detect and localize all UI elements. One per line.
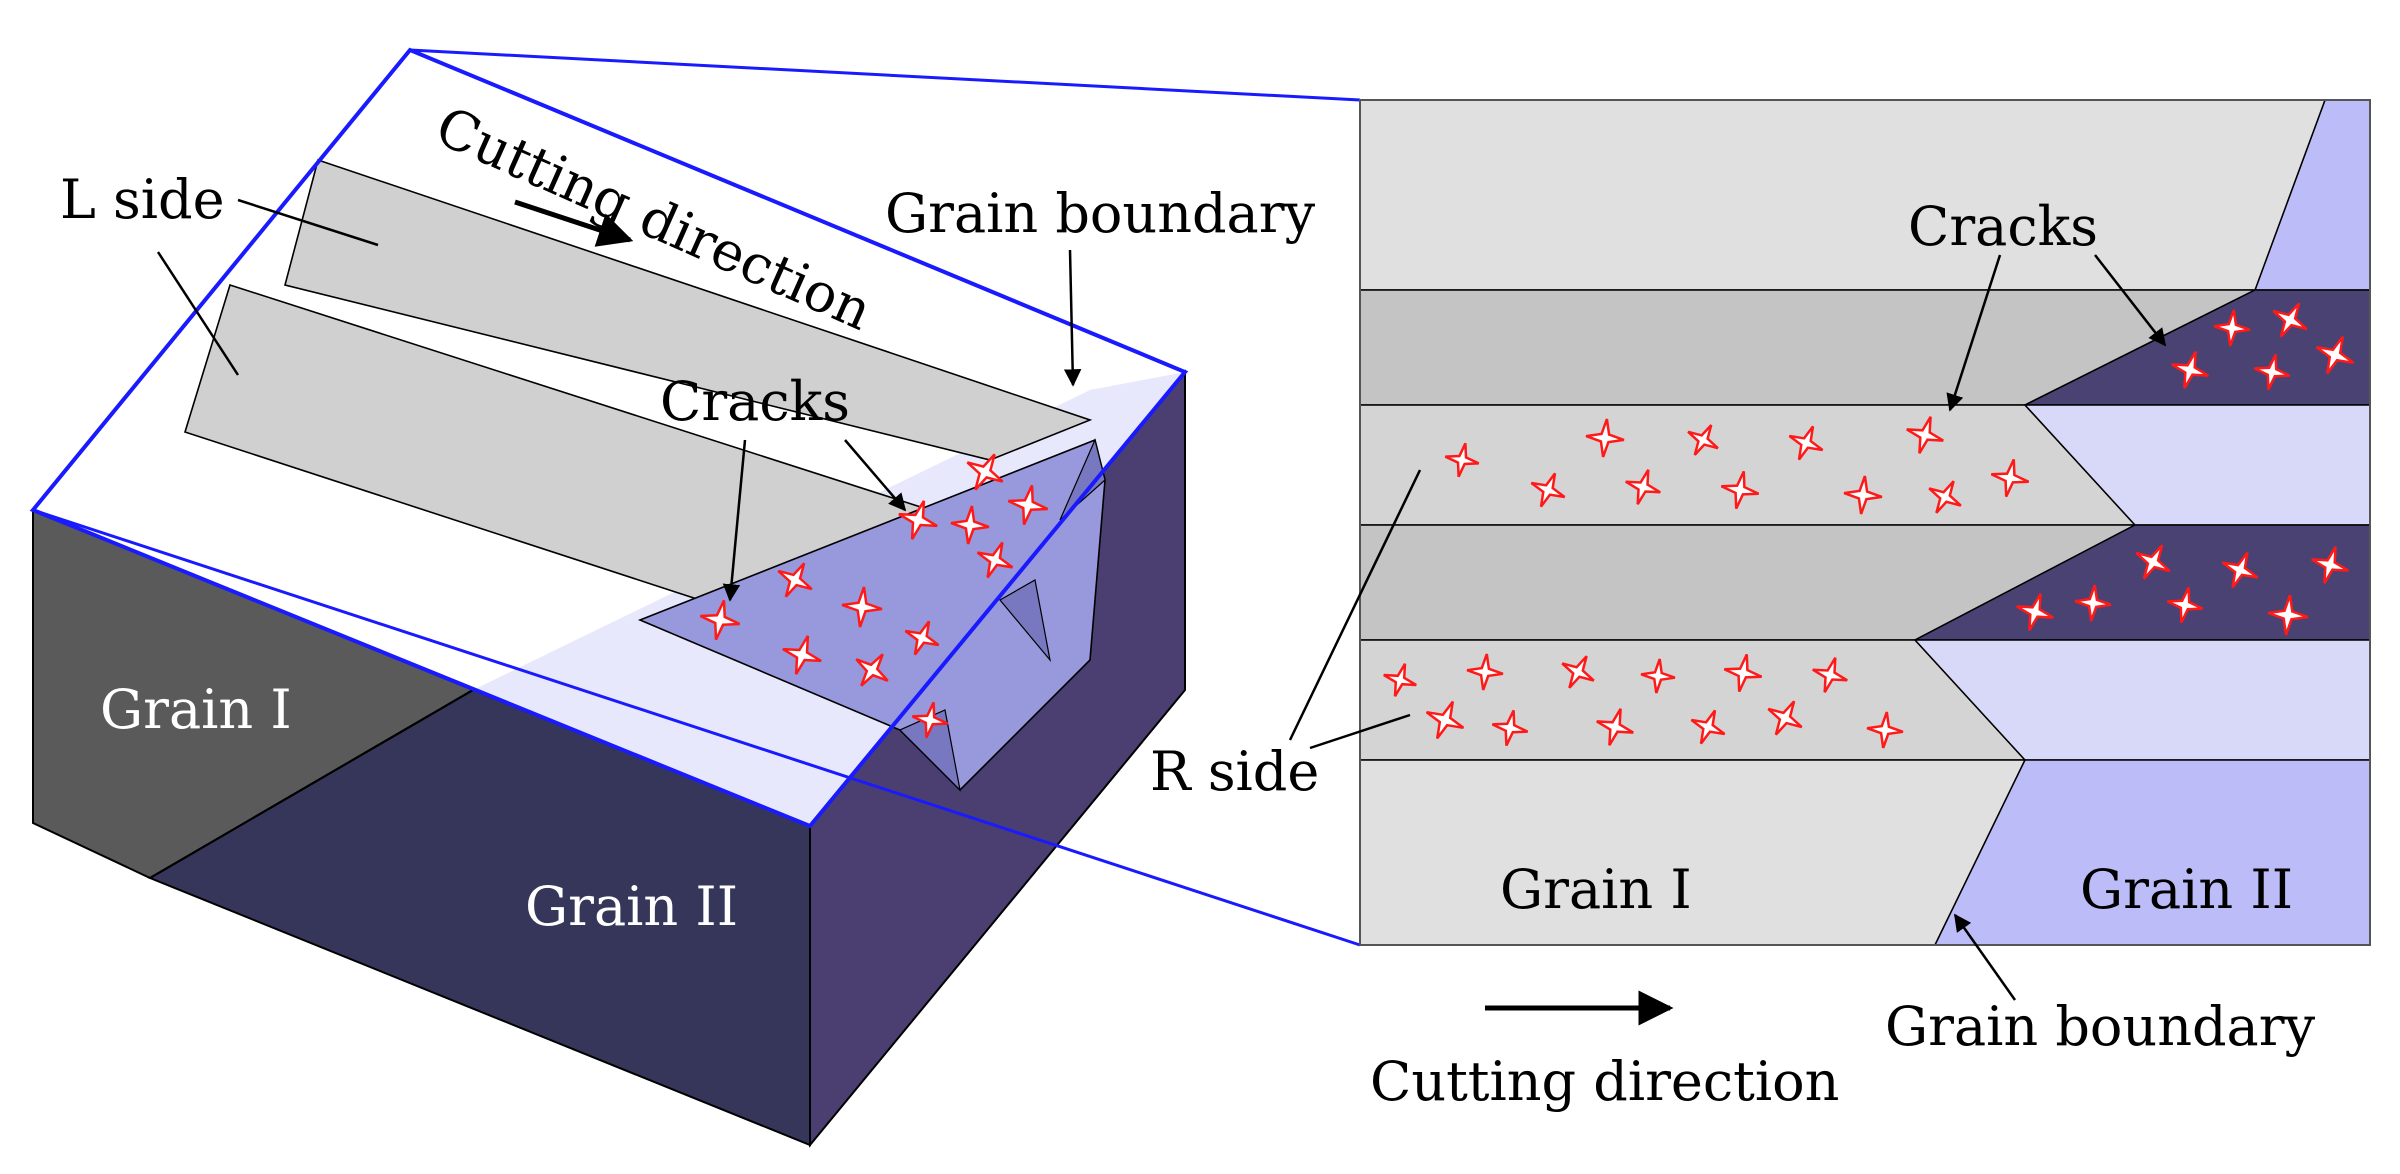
cracks-arrow-3d-b [844,439,907,512]
crack-star [1466,653,1504,691]
crack-star [1690,709,1726,745]
inset-frame [1359,99,2371,946]
crack-star [2272,302,2308,338]
crack-star [855,653,889,687]
crack-star [1843,475,1883,515]
crack-star [1585,418,1625,458]
crack-star [1625,469,1661,505]
crack-star [1767,700,1803,736]
crack-star [976,541,1014,579]
crack-star [1687,424,1719,456]
crack-star [1906,416,1944,454]
label-cracks-3d: Cracks [660,370,850,433]
crack-star [1444,442,1480,478]
crack-star [1640,658,1676,694]
inset-groove-row-2-grain-1 [1359,404,2137,526]
crack-star [2213,309,2251,347]
label-cutting-direction-2d: Cutting direction [1370,1050,1839,1113]
zoom-line-top [409,48,1361,102]
cracks-arrow-3d-a [722,439,747,602]
grain-1-top-face [33,50,1090,690]
crack-stars [699,302,2355,749]
crack-star [841,586,883,628]
crack-star [911,701,949,739]
crack-star [699,599,741,641]
crack-star [2074,584,2112,622]
crack-star [782,635,822,675]
label-grain-2-2d: Grain II [2080,858,2293,921]
label-grain-boundary-2d: Grain boundary [1885,995,2316,1058]
l-side-leader-1 [237,198,379,247]
crack-star [2166,586,2204,624]
top-face-outline [29,47,1189,829]
crack-star [1383,663,1417,697]
cracks-arrow-2d-b [2094,254,2167,347]
grain-boundary-arrow-2d [1953,913,2017,1001]
crack-star [1990,458,2030,498]
l-side-leader-2 [156,251,240,376]
crack-star [1596,708,1634,746]
crack-star [950,505,990,545]
crack-star [2267,594,2309,636]
crack-fin-2 [999,579,1052,663]
crack-star [2171,351,2209,389]
crack-star [2016,593,2054,631]
crack-star [898,500,938,540]
crack-star [966,453,1004,491]
crack-star [1866,711,1904,749]
crack-star [2315,335,2355,375]
crack-star [2253,353,2291,391]
crack-star [2311,546,2349,584]
label-grain-2-3d: Grain II [525,875,738,938]
crack-star [1812,657,1848,693]
label-cracks-2d: Cracks [1908,195,2098,258]
crack-star [2221,551,2259,589]
label-grain-1-3d: Grain I [100,678,292,741]
label-l-side-3d: L side [60,168,225,231]
r-side-leader-2 [1309,713,1411,750]
inset-groove-row-4-grain-1 [1359,639,2027,761]
crack-fin-3 [1059,438,1106,521]
cutting-arrow-3d [514,199,634,247]
grain-boundary-arrow-3d [1063,249,1082,387]
r-side-leader-1 [1288,469,1422,741]
inset-bottom-grain-1 [1359,759,2027,946]
crack-star [777,562,813,598]
crack-star [904,620,940,656]
label-r-side-2d: R side [1150,740,1319,803]
crack-star [1723,653,1763,693]
zoom-line-bottom [32,508,1361,947]
crack-star [1491,709,1529,747]
crack-star [1530,472,1566,508]
crack-star [2135,544,2171,580]
label-grain-boundary-3d: Grain boundary [885,182,1316,245]
label-grain-1-2d: Grain I [1500,858,1692,921]
crack-star [1720,470,1760,510]
crack-star [1788,425,1824,461]
crack-star [1561,655,1595,689]
inset-2d [1359,99,2371,946]
crack-star [1425,700,1465,740]
cracks-arrow-2d-a [1946,254,2002,412]
crack-star [1007,484,1049,526]
inset-grain-1-top-band-shape [1359,99,2327,291]
crack-star [1928,480,1962,514]
grain-boundary-line-3d [149,689,474,879]
